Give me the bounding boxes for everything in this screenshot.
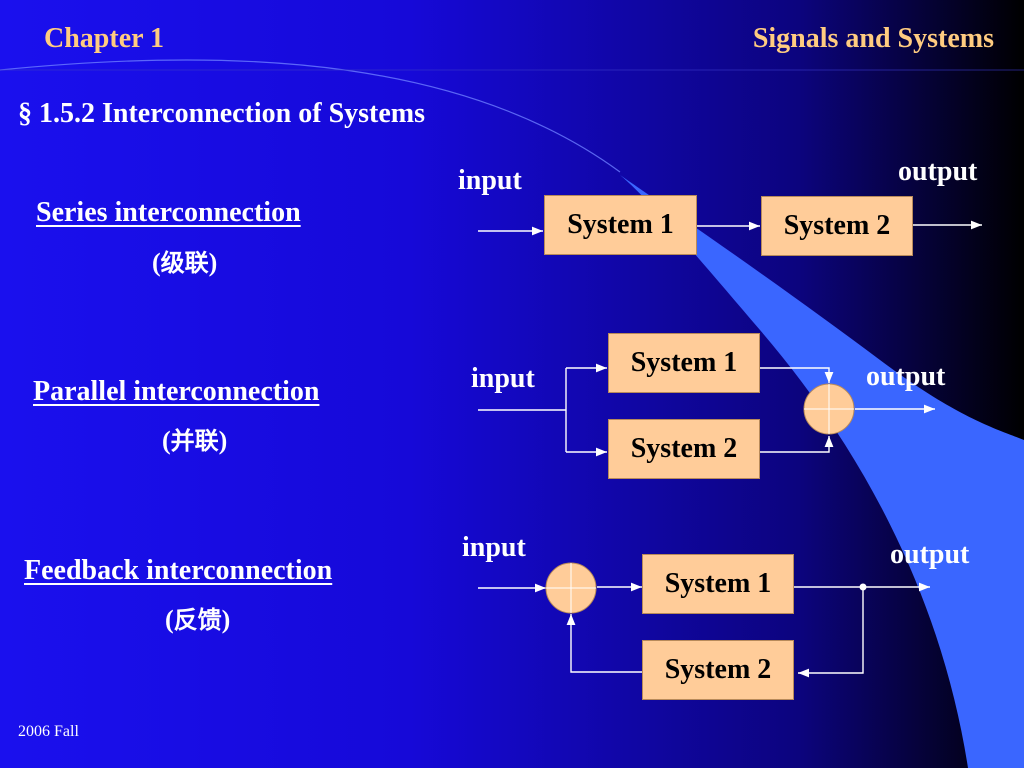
chapter-title: Chapter 1 xyxy=(44,23,165,54)
feedback-cn-label: (反馈) xyxy=(165,605,231,634)
series-output-label: output xyxy=(898,156,978,187)
feedback-label: Feedback interconnection xyxy=(24,555,333,586)
course-title: Signals and Systems xyxy=(752,23,994,54)
footer-term: 2006 Fall xyxy=(18,723,79,740)
parallel-label: Parallel interconnection xyxy=(33,376,320,407)
parallel-system-1-box: System 1 xyxy=(608,333,760,393)
summing-node-parallel xyxy=(803,383,855,435)
feedback-output-label: output xyxy=(890,539,970,570)
feedback-system-1-box: System 1 xyxy=(642,554,794,614)
series-label: Series interconnection xyxy=(36,197,301,228)
series-cn-label: (级联) xyxy=(152,248,218,277)
series-system-2-box: System 2 xyxy=(761,196,913,256)
parallel-input-label: input xyxy=(471,363,535,394)
accent-band xyxy=(620,175,1024,768)
series-system-1-box: System 1 xyxy=(544,195,697,255)
parallel-cn-label: (并联) xyxy=(162,426,228,455)
feedback-system-2-box: System 2 xyxy=(642,640,794,700)
summing-node-feedback xyxy=(545,562,597,614)
section-title: § 1.5.2 Interconnection of Systems xyxy=(18,98,426,129)
parallel-system-2-box: System 2 xyxy=(608,419,760,479)
parallel-output-label: output xyxy=(866,361,946,392)
series-input-label: input xyxy=(458,165,522,196)
feedback-input-label: input xyxy=(462,532,526,563)
branch-point xyxy=(859,583,867,591)
